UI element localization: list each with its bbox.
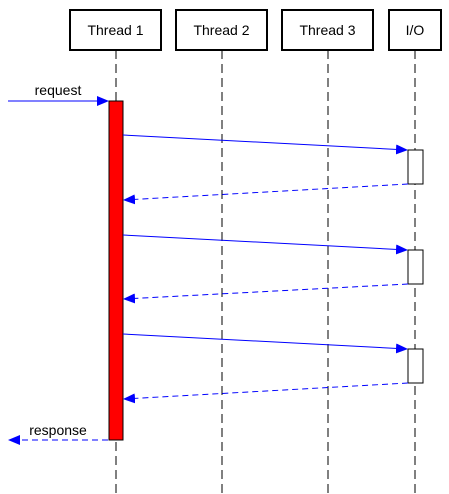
message-call-2-arrow (122, 234, 408, 255)
io-activation-1 (407, 149, 424, 185)
participant-thread-1: Thread 1 (69, 9, 162, 51)
participant-box (69, 9, 162, 51)
participant-box (281, 9, 374, 51)
participant-box (175, 9, 268, 51)
message-request-label: request (35, 82, 82, 98)
message-response-label: response (29, 422, 87, 438)
participant-thread-3: Thread 3 (281, 9, 374, 51)
participant-label: Thread 1 (87, 22, 143, 38)
message-return-2-arrow (123, 283, 409, 304)
lifelines (115, 50, 416, 494)
participant-thread-2: Thread 2 (175, 9, 268, 51)
thread-1-activation (108, 100, 124, 441)
participant-label: Thread 2 (193, 22, 249, 38)
participant-label: Thread 3 (299, 22, 355, 38)
participant-label: I/O (406, 22, 425, 38)
message-call-1-arrow (122, 134, 408, 155)
io-activation-2 (407, 249, 424, 285)
participant-io: I/O (388, 9, 442, 51)
message-return-1-arrow (123, 183, 409, 205)
participant-box (388, 9, 442, 51)
io-activation-3 (407, 348, 424, 384)
message-return-3-arrow (123, 382, 409, 404)
message-call-3-arrow (122, 333, 408, 354)
messages: request response (8, 82, 409, 445)
